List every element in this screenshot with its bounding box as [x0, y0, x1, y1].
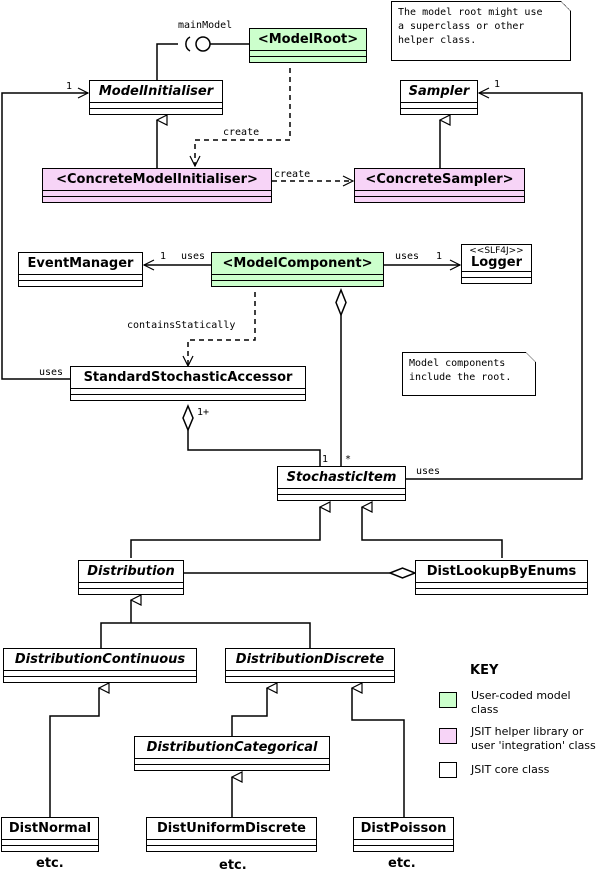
etc-label: etc.: [219, 858, 247, 873]
aggregation-accessor: [187, 430, 321, 466]
key-text-core: JSIT core class: [471, 763, 550, 776]
class-name: DistLookupByEnums: [416, 561, 587, 583]
class-name: <ConcreteSampler>: [355, 169, 524, 191]
class-name: EventManager: [19, 253, 142, 275]
label-uses-item: uses: [416, 466, 441, 477]
label-mult-item-star: *: [345, 454, 352, 465]
key-title: KEY: [470, 663, 499, 678]
class-dist-uniform-discrete: DistUniformDiscrete: [146, 817, 317, 852]
distribution-subclass-lines: [100, 622, 311, 648]
label-uses-event: uses: [181, 251, 206, 262]
class-distribution: Distribution: [78, 560, 184, 595]
class-name: <ModelRoot>: [250, 29, 366, 51]
class-model-root: <ModelRoot>: [249, 28, 367, 63]
label-uses-accessor: uses: [39, 367, 64, 378]
class-distribution-discrete: DistributionDiscrete: [225, 648, 395, 683]
class-name: <ModelComponent>: [212, 253, 383, 275]
create-dependency-1: [195, 68, 291, 166]
key-text-user: User-coded model class: [471, 689, 571, 716]
key-swatch-user: [439, 692, 457, 708]
etc-label: etc.: [36, 856, 64, 871]
contains-statically: [188, 292, 256, 366]
uses-sampler: [406, 93, 583, 480]
class-name: DistributionCategorical: [135, 737, 329, 759]
label-mult-accessor: 1+: [197, 407, 210, 418]
class-name: DistPoisson: [354, 818, 453, 840]
generalization-dist-lookup: [362, 507, 503, 558]
class-dist-poisson: DistPoisson: [353, 817, 454, 852]
class-event-manager: EventManager: [18, 252, 143, 287]
label-mult-item-1: 1: [322, 454, 329, 465]
class-name: DistributionContinuous: [4, 649, 196, 671]
label-contains-statically: containsStatically: [127, 320, 236, 331]
generalization-dist-poisson: [352, 688, 405, 817]
generalization-dist-categorical: [231, 688, 267, 736]
class-standard-stochastic-accessor: StandardStochasticAccessor: [70, 366, 306, 401]
generalization-dist-normal: [49, 688, 99, 817]
class-name: DistributionDiscrete: [226, 649, 394, 671]
label-create-1: create: [223, 127, 260, 138]
label-uses-logger: uses: [395, 251, 420, 262]
note-model-components: Model components include the root.: [402, 352, 536, 396]
class-name: ModelInitialiser: [90, 81, 222, 103]
stereotype: <<SLF4J>>: [469, 246, 524, 256]
uses-model-initialiser: [1, 93, 88, 380]
key-swatch-helper: [439, 728, 457, 744]
class-stochastic-item: StochasticItem: [277, 466, 406, 501]
label-mult-sampler: 1: [494, 79, 501, 90]
class-name: <<SLF4J>> Logger: [462, 245, 531, 272]
main-model-line: [156, 43, 178, 80]
class-name: Distribution: [79, 561, 183, 583]
etc-label: etc.: [388, 856, 416, 871]
key-text-helper: JSIT helper library or user 'integration…: [471, 725, 596, 752]
class-name: DistNormal: [2, 818, 98, 840]
key-swatch-core: [439, 762, 457, 778]
label-mult-initialiser: 1: [66, 81, 73, 92]
provided-interface-ball: [195, 36, 211, 52]
class-logger: <<SLF4J>> Logger: [461, 244, 532, 284]
class-distribution-categorical: DistributionCategorical: [134, 736, 330, 771]
class-name: StochasticItem: [278, 467, 405, 489]
generalization-distribution: [130, 507, 320, 558]
label-mult-logger: 1: [436, 251, 443, 262]
label-create-2: create: [274, 169, 311, 180]
class-sampler: Sampler: [400, 80, 478, 115]
logger-name: Logger: [470, 255, 523, 270]
class-concrete-model-initialiser: <ConcreteModelInitialiser>: [42, 168, 272, 203]
label-mult-event: 1: [160, 251, 167, 262]
class-model-component: <ModelComponent>: [211, 252, 384, 287]
label-main-model: mainModel: [178, 20, 233, 31]
class-name: <ConcreteModelInitialiser>: [43, 169, 271, 191]
class-dist-lookup-by-enums: DistLookupByEnums: [415, 560, 588, 595]
class-distribution-continuous: DistributionContinuous: [3, 648, 197, 683]
class-name: Sampler: [401, 81, 477, 103]
class-name: StandardStochasticAccessor: [71, 367, 305, 389]
class-concrete-sampler: <ConcreteSampler>: [354, 168, 525, 203]
note-model-root: The model root might use a superclass or…: [391, 1, 571, 61]
class-dist-normal: DistNormal: [1, 817, 99, 852]
class-model-initialiser: ModelInitialiser: [89, 80, 223, 115]
class-name: DistUniformDiscrete: [147, 818, 316, 840]
required-interface-socket: [185, 36, 191, 52]
